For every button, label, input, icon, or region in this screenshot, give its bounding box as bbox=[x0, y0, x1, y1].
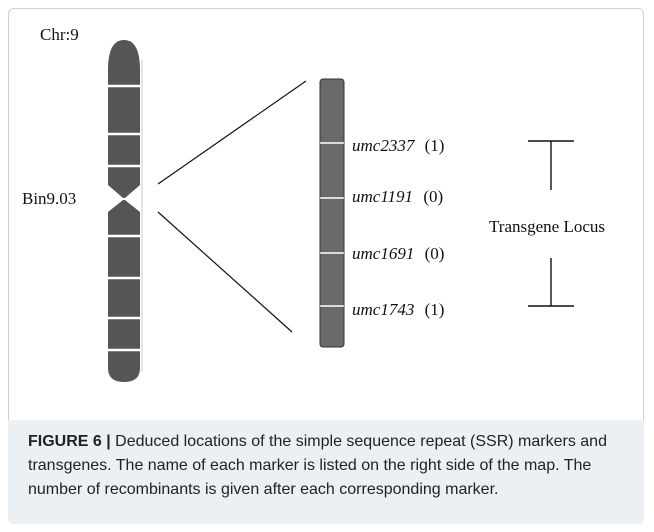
chromosome-ideogram bbox=[106, 40, 143, 382]
svg-text:umc1191 (0): umc1191 (0) bbox=[352, 187, 443, 206]
marker-name: umc1691 bbox=[352, 244, 414, 263]
zoom-line-top bbox=[157, 80, 307, 185]
svg-text:umc1743 (1): umc1743 (1) bbox=[352, 300, 444, 319]
caption-label: FIGURE 6 | bbox=[28, 433, 111, 450]
chromosome-map-figure: Chr:9 Bin9.03 bbox=[22, 25, 605, 382]
figure-caption: FIGURE 6 | Deduced locations of the simp… bbox=[8, 420, 644, 524]
locus-label: Transgene Locus bbox=[489, 217, 605, 236]
bin-label: Bin9.03 bbox=[22, 189, 76, 208]
marker-name: umc2337 bbox=[352, 136, 416, 155]
marker-name: umc1743 bbox=[352, 300, 414, 319]
marker-label: umc1743 (1) bbox=[352, 300, 444, 319]
svg-text:umc2337 (1): umc2337 (1) bbox=[352, 136, 444, 155]
locus-bracket bbox=[528, 140, 574, 307]
marker-recombinants: (0) bbox=[423, 187, 443, 206]
marker-recombinants: (1) bbox=[425, 136, 445, 155]
marker-recombinants: (0) bbox=[425, 244, 445, 263]
zoom-line-bottom bbox=[157, 211, 293, 333]
caption-text: Deduced locations of the simple sequence… bbox=[28, 433, 607, 498]
marker-label: umc1191 (0) bbox=[352, 187, 443, 206]
chromosome-label: Chr:9 bbox=[40, 25, 79, 44]
svg-text:umc1691 (0): umc1691 (0) bbox=[352, 244, 444, 263]
marker-label: umc2337 (1) bbox=[352, 136, 444, 155]
expanded-bin bbox=[319, 78, 345, 348]
marker-name: umc1191 bbox=[352, 187, 413, 206]
marker-recombinants: (1) bbox=[425, 300, 445, 319]
marker-label: umc1691 (0) bbox=[352, 244, 444, 263]
